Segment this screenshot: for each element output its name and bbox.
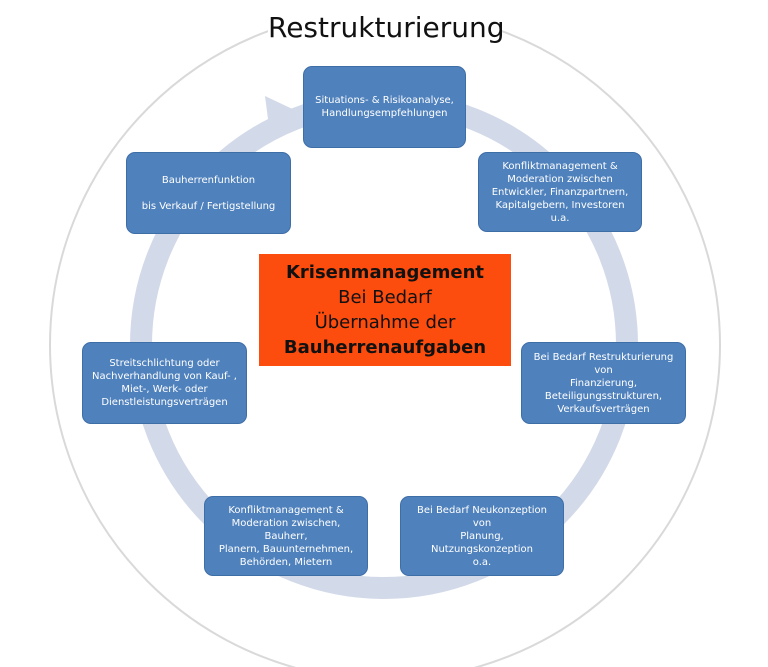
step-label: Streitschlichtung oder Nachverhandlung v… [92,358,237,408]
step-reconception: Bei Bedarf Neukonzeption von Planung, Nu… [400,496,564,576]
center-line-4: Bauherrenaufgaben [283,337,487,358]
step-label: Situations- & Risikoanalyse, Handlungsem… [315,95,454,119]
step-conflict-management-finance: Konfliktmanagement & Moderation zwischen… [478,152,642,232]
step-client-function: Bauherrenfunktion bis Verkauf / Fertigst… [126,152,291,234]
step-dispute-resolution: Streitschlichtung oder Nachverhandlung v… [82,342,247,424]
step-label: Bauherrenfunktion bis Verkauf / Fertigst… [141,174,276,212]
center-line-3: Übernahme der [314,312,456,333]
step-label: Konfliktmanagement & Moderation zwischen… [218,504,354,568]
step-conflict-management-construction: Konfliktmanagement & Moderation zwischen… [204,496,368,576]
center-line-1: Krisenmanagement [285,262,485,283]
center-line-2: Bei Bedarf [338,287,432,308]
step-label: Bei Bedarf Neukonzeption von Planung, Nu… [416,504,548,568]
step-label: Konfliktmanagement & Moderation zwischen… [491,160,629,224]
cycle-arrow-head [265,96,303,142]
step-situation-analysis: Situations- & Risikoanalyse, Handlungsem… [303,66,466,148]
step-label: Bei Bedarf Restrukturierung von Finanzie… [533,351,674,415]
step-restructuring: Bei Bedarf Restrukturierung von Finanzie… [521,342,686,424]
crisis-management-center-box: Krisenmanagement Bei Bedarf Übernahme de… [259,254,511,366]
diagram-title: Restrukturierung [268,8,504,48]
